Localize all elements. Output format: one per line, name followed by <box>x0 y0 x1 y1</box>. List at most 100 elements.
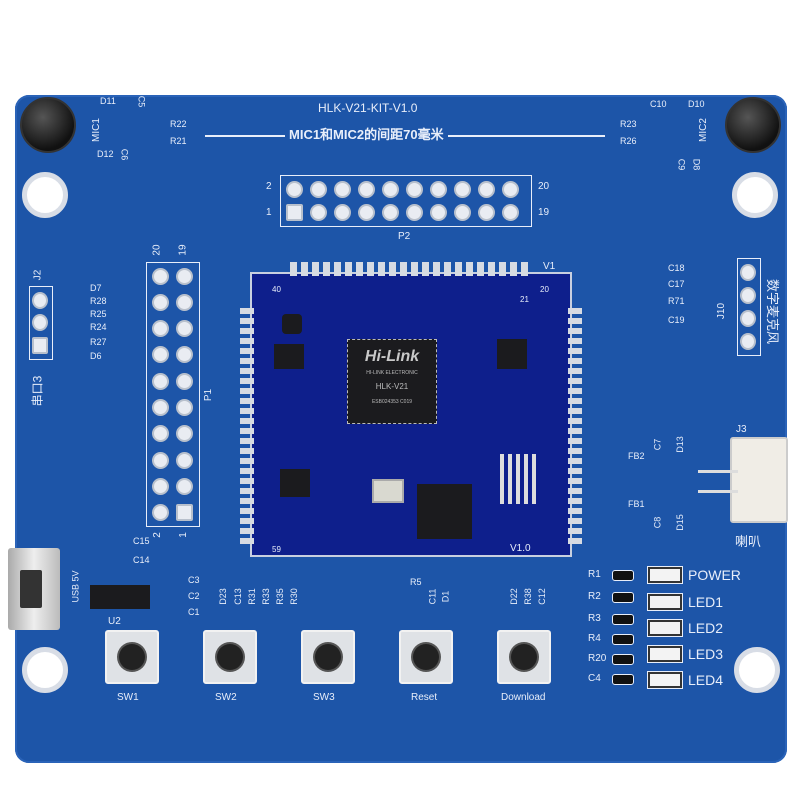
header-j10 <box>737 258 761 356</box>
button-sw2[interactable] <box>203 630 257 684</box>
smd-resistor <box>612 634 634 645</box>
connector-pin <box>698 470 738 473</box>
module-version: V1.0 <box>510 543 531 554</box>
component-label: D23 <box>217 588 228 605</box>
usb-opening <box>20 570 42 608</box>
component-label: R31 <box>246 588 257 605</box>
component-label: C2 <box>188 591 200 601</box>
component-label: C3 <box>188 575 200 585</box>
p2-pin-label: 1 <box>266 207 272 218</box>
header-pin <box>32 312 48 334</box>
mounting-hole <box>22 172 68 218</box>
led-label: LED1 <box>688 594 724 610</box>
header-pin <box>332 202 352 222</box>
header-pin <box>500 179 520 199</box>
header-pin <box>174 345 194 365</box>
header-pin <box>174 450 194 470</box>
component-label: R5 <box>410 577 422 587</box>
led-led2 <box>647 619 683 637</box>
header-pin <box>150 345 170 365</box>
component-label: D7 <box>90 283 102 293</box>
header-pin <box>500 202 520 222</box>
component-label: C5 <box>136 95 147 108</box>
header-pin <box>284 202 304 222</box>
component-label: C11 <box>427 588 438 605</box>
header-pin <box>174 319 194 339</box>
header-pin <box>150 476 170 496</box>
header-pin <box>174 292 194 312</box>
header-pin <box>174 424 194 444</box>
ic <box>497 339 527 369</box>
header-pin <box>308 179 328 199</box>
component-label: R27 <box>90 337 107 347</box>
mounting-hole <box>732 172 778 218</box>
p2-name: P2 <box>398 231 411 242</box>
component-label: D15 <box>674 514 685 531</box>
regulator <box>274 344 304 369</box>
button-sw1[interactable] <box>105 630 159 684</box>
led-label: POWER <box>688 567 741 583</box>
button-sw3[interactable] <box>301 630 355 684</box>
passive-array <box>500 454 540 504</box>
header-pin <box>740 261 756 284</box>
header-pin <box>150 319 170 339</box>
crystal <box>372 479 404 503</box>
module-pin-label: 20 <box>540 285 549 294</box>
component-label: C9 <box>676 158 687 171</box>
header-pin <box>452 179 472 199</box>
module-pin-label: 21 <box>520 295 529 304</box>
header-pin <box>740 307 756 330</box>
component-label: C7 <box>652 438 663 451</box>
microphone-mic2 <box>725 97 781 153</box>
led-power <box>647 566 683 584</box>
chip-maker: HI-LINK ELECTRONIC <box>366 370 418 376</box>
header-pin <box>174 371 194 391</box>
header-pin <box>32 334 48 356</box>
ic <box>417 484 472 539</box>
resistor-label: R4 <box>588 633 601 644</box>
header-pin <box>428 202 448 222</box>
button-label: SW2 <box>215 692 237 703</box>
module-label: V1 <box>543 261 556 272</box>
speaker-connector <box>730 437 788 523</box>
resistor-label: R3 <box>588 613 601 624</box>
header-pin <box>150 450 170 470</box>
smd-resistor <box>612 614 634 625</box>
hlk-v21-module: Hi-Link HI-LINK ELECTRONIC HLK-V21 ESB02… <box>240 262 582 557</box>
component-label: R25 <box>90 309 107 319</box>
component-label: C14 <box>133 555 150 565</box>
uart3-label: 串口3 <box>30 375 45 407</box>
component-label: C6 <box>119 148 130 161</box>
hlk-v21-chip: Hi-Link HI-LINK ELECTRONIC HLK-V21 ESB02… <box>347 339 437 424</box>
component-label: C12 <box>536 588 547 605</box>
header-pin <box>428 179 448 199</box>
button-label: Download <box>501 692 546 703</box>
resistor-label: R2 <box>588 591 601 602</box>
header-pin <box>404 179 424 199</box>
module-pin-label: 59 <box>272 545 281 554</box>
button-download[interactable] <box>497 630 551 684</box>
header-pin <box>740 330 756 353</box>
led-label: LED3 <box>688 646 724 662</box>
header-pin <box>150 397 170 417</box>
mounting-hole <box>22 647 68 693</box>
inductor <box>282 314 302 334</box>
component-label: C17 <box>668 279 685 289</box>
header-pin <box>380 179 400 199</box>
resistor-label: R1 <box>588 569 601 580</box>
header-pin <box>404 202 424 222</box>
component-label: D6 <box>90 351 102 361</box>
led-led3 <box>647 645 683 663</box>
component-label: D12 <box>97 149 114 159</box>
resistor-label: R20 <box>588 653 607 664</box>
header-pin <box>150 424 170 444</box>
header-pin <box>150 292 170 312</box>
smd-resistor <box>612 570 634 581</box>
component-label: R22 <box>170 119 187 129</box>
component-label: C18 <box>668 263 685 273</box>
j2-label: J2 <box>32 269 44 281</box>
button-reset[interactable] <box>399 630 453 684</box>
component-label: R30 <box>288 588 299 605</box>
component-label: D13 <box>674 436 685 453</box>
speaker-label: 喇叭 <box>735 534 762 549</box>
